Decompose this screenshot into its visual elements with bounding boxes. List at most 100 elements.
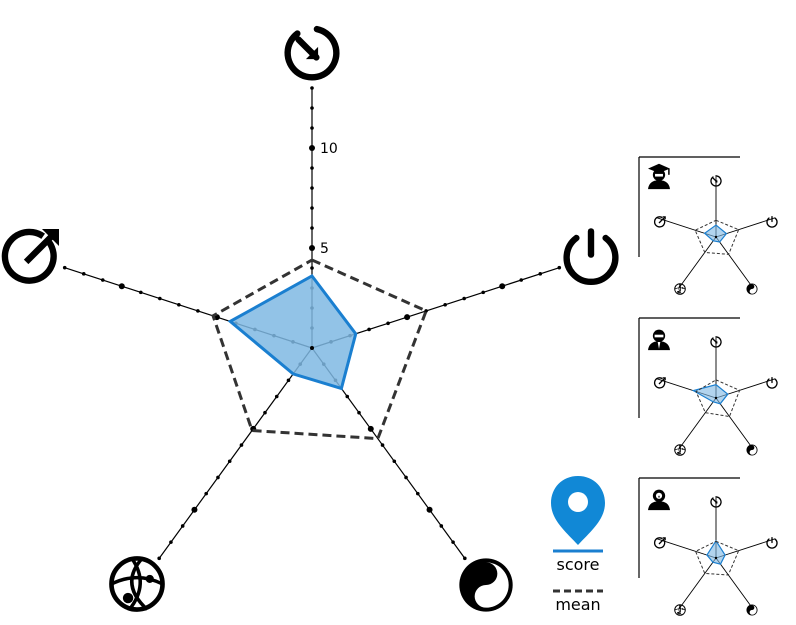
radial-tick-label: 5 [320,241,329,257]
icon-meridian [678,283,683,295]
radial-tick-label: 10 [320,141,338,157]
icon-arc [766,538,778,549]
radar-axis-tick [310,186,314,190]
radar-axis-tick [139,290,143,295]
radar-axis-tick [169,540,173,544]
icon-meridian [678,444,682,456]
icon-arrow-shaft [23,234,54,265]
network-globe-icon [674,604,686,616]
radar-center-point [714,396,718,400]
icon-dot-dark [482,570,490,578]
mean-series-polygon [694,219,740,255]
radar-axis-tick [519,278,524,282]
radar-axis-tick [451,540,455,544]
radar-axis-tick [310,166,314,170]
icon-meridian [130,557,149,611]
radar-axis-tick [62,265,67,270]
icon-meridian [127,557,142,611]
radar-axis-tick [499,283,506,290]
mean-series-polygon [694,540,740,576]
small-radar-charts [638,156,778,616]
icon-arrow-shaft [658,217,665,224]
radar-axis-tick [392,459,397,464]
icon-arrow-head [662,216,666,220]
icon-node [681,608,684,610]
small-radar-panel [638,477,778,616]
icon-arrow-head [662,537,666,541]
radar-axis-line [656,538,717,559]
main-radar-chart: 5 10 [1,25,619,612]
radar-axis-tick [439,524,444,528]
radar-axis-tick [557,265,562,270]
icon-arc [766,217,778,228]
network-globe-icon [674,444,686,456]
radar-axis-tick [538,272,543,276]
icon-face [655,173,663,177]
icon-arc [710,496,722,508]
icon-meridian [678,604,682,616]
icon-arrow-head [41,228,60,247]
small-radar-plot [656,175,776,288]
radar-axis-tick [416,491,420,496]
icon-arc [284,25,340,81]
restore-arrow-icon [710,336,722,348]
icon-arrow-shaft [658,538,665,545]
icon-face [654,334,664,338]
radar-axis-tick [100,278,105,282]
restore-arrow-icon [710,496,722,508]
icon-arc [653,537,666,549]
icon-node [681,448,684,450]
radar-axis-tick [426,506,433,513]
radar-axis-tick [177,302,181,307]
share-arrow-icon [653,537,666,549]
radar-axis-line [715,236,753,288]
radar-axis-tick [462,296,466,301]
radar-axis-tick [216,475,220,480]
radar-axis-tick [309,145,315,151]
icon-meridian [678,444,683,456]
location-pin-icon [551,476,605,545]
icon-dot-light [482,592,490,600]
network-globe-icon [109,556,165,612]
radar-axis-tick [204,491,208,496]
icon-dot-light [751,451,753,454]
radar-axis-line [715,538,776,559]
radar-axis-tick [196,309,200,313]
score-series-polygon [227,274,358,391]
radar-axis-tick [310,226,314,230]
icon-arc [563,234,619,286]
radar-axis-tick [404,314,411,321]
icon-meridian [678,283,682,295]
radar-axis-tick [118,283,125,290]
yin-yang-icon [746,604,758,616]
power-icon [766,216,778,228]
small-radar-plot [656,336,776,449]
icon-dot-dark [751,285,753,288]
icon-meridian [674,287,686,290]
score-series-polygon [691,383,729,405]
radar-axis-tick [81,272,86,276]
icon-arc [1,228,57,284]
icon-dot-dark [751,446,753,449]
graduate-icon [648,163,670,190]
icon-arrow-head [662,377,666,381]
radar-axis-tick [386,321,390,326]
main-radar-plot [62,86,562,561]
icon-arc [653,216,666,228]
radar-axis-line [715,557,753,609]
mean-legend-label: mean [555,595,600,614]
restore-arrow-icon [710,175,722,187]
radar-axis-tick [309,245,315,251]
radar-axis-tick [367,425,374,432]
icon-dot-light [751,611,753,614]
icon-arrow-shaft [658,378,665,385]
icon-arrow-head [714,500,718,504]
score-legend-label: score [557,555,600,574]
radar-axis-tick [239,443,244,447]
radar-axis-tick [404,475,408,480]
radar-axis-tick [180,524,185,528]
power-icon [766,377,778,389]
radar-axis-tick [367,327,371,332]
share-arrow-icon [1,228,60,284]
